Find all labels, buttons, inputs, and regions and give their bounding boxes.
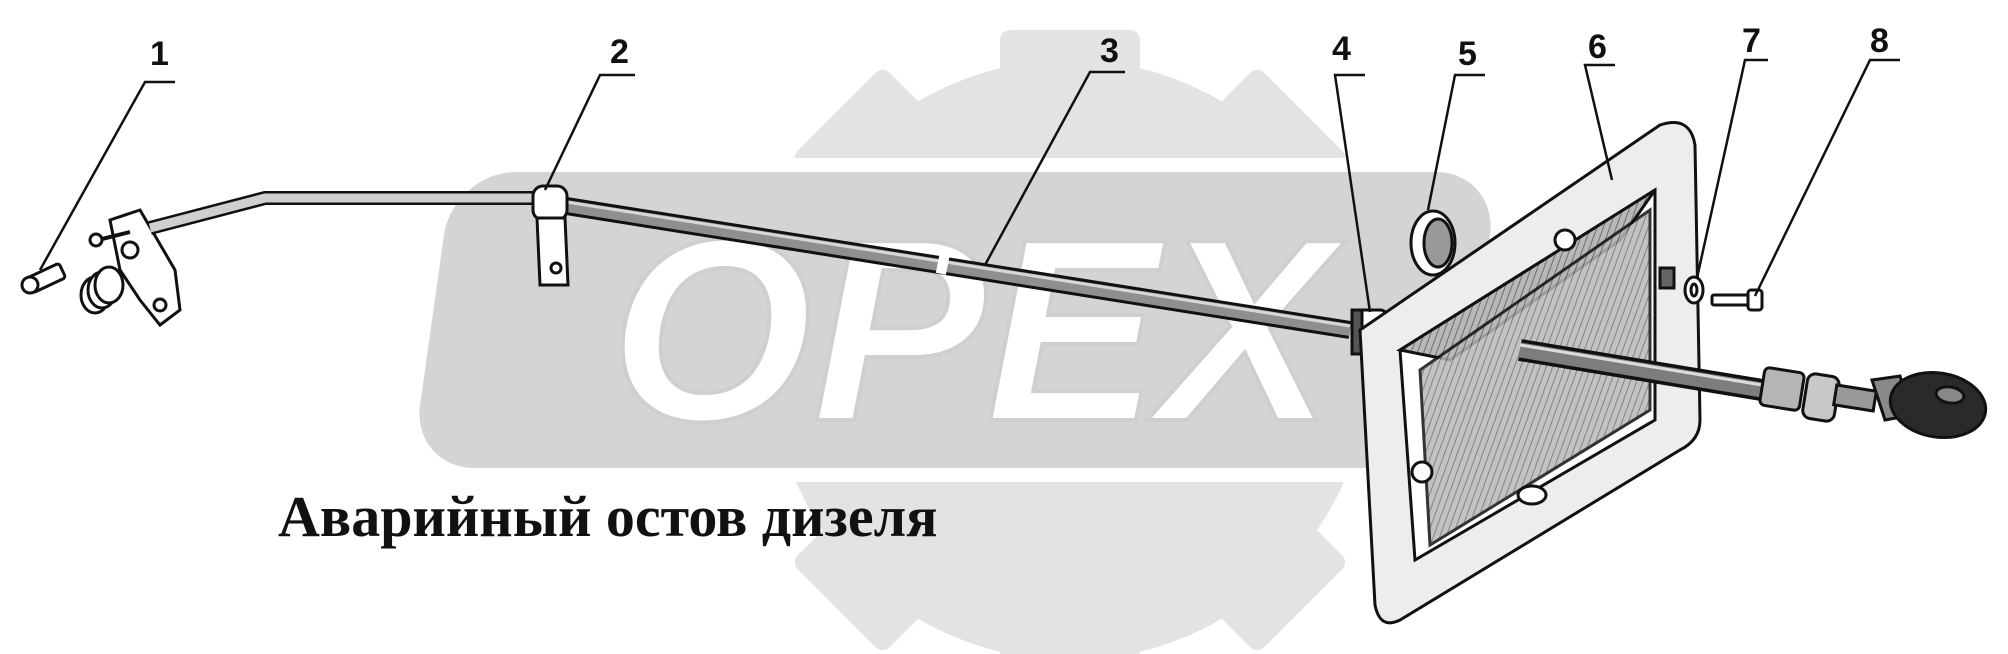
callout-leaders (38, 58, 1900, 313)
callout-labels: 1 2 3 4 5 6 7 8 (150, 22, 1889, 73)
screw-icon (1710, 288, 1764, 312)
knob-icon (1870, 371, 1988, 439)
control-cable (1518, 339, 1988, 439)
small-washer-icon (1683, 275, 1705, 305)
callout-6: 6 (1588, 28, 1607, 66)
callout-7: 7 (1742, 22, 1761, 60)
washer-icon (1409, 209, 1457, 277)
callout-3: 3 (1100, 32, 1119, 70)
watermark: OPEX (405, 30, 1505, 654)
mounting-panel (1358, 121, 1702, 625)
small-screw-icon (20, 262, 67, 295)
cable-assembly (148, 184, 1400, 356)
spring-icon (79, 265, 125, 315)
callout-2: 2 (610, 33, 629, 71)
callout-1: 1 (150, 35, 169, 73)
part-1-linkage (20, 208, 182, 328)
callout-5: 5 (1458, 35, 1477, 73)
lever-icon (88, 208, 182, 328)
callout-4: 4 (1332, 30, 1351, 68)
callout-8: 8 (1870, 22, 1889, 60)
diagram-caption: Аварийный остов дизеля (278, 484, 938, 549)
clamp-bracket-icon (531, 184, 570, 287)
